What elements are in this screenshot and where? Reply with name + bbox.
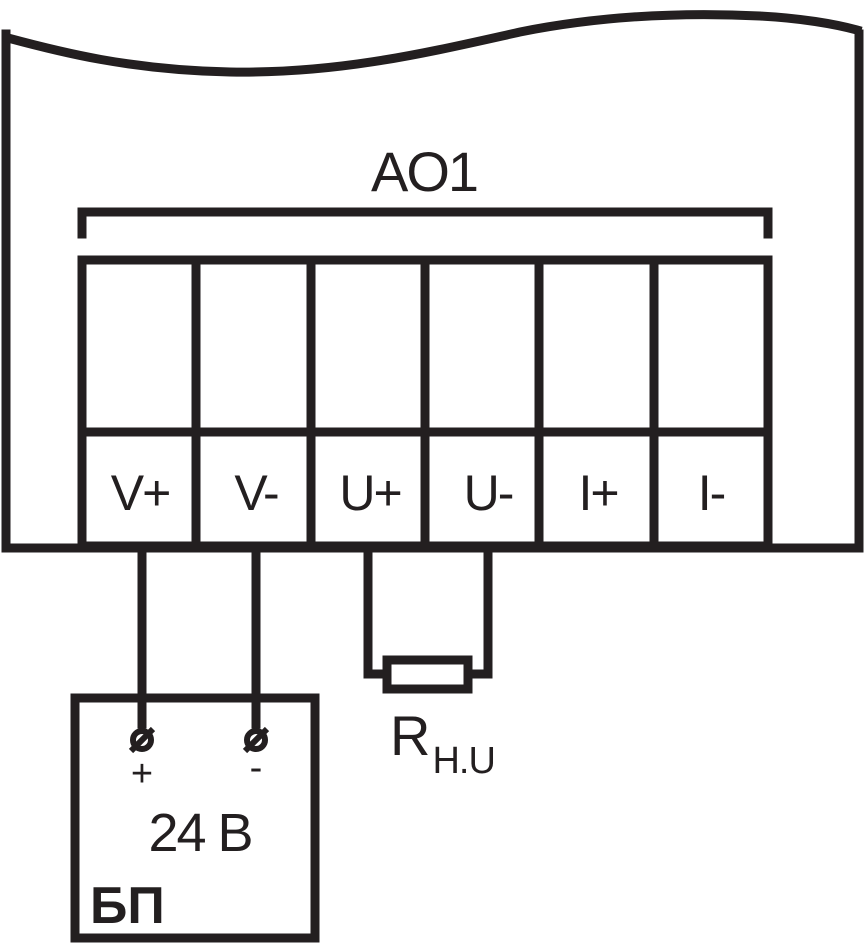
psu-minus-terminal-icon [242,726,270,754]
terminal-block: V+ V- U+ U- I+ I- [77,255,773,551]
terminal-label-u-minus: U- [464,465,513,521]
terminal-label-u-plus: U+ [339,465,400,521]
power-supply-box [70,693,320,943]
terminal-label-v-minus: V- [234,465,278,521]
terminal-label-v-plus: V+ [111,465,170,521]
resistor-label: RН.U [390,704,495,782]
psu-plus-sign: + [131,753,153,795]
resistor-body [382,655,473,694]
terminal-label-i-plus: I+ [578,465,617,521]
housing-break-line [2,10,863,77]
psu-minus-sign: - [250,747,263,789]
group-bracket [77,207,773,239]
power-supply-unit: + - 24 В БП [70,693,320,943]
load-resistor-circuit: RН.U [363,547,496,782]
psu-label: БП [90,877,165,935]
output-group-title: AO1 [371,140,477,203]
psu-plus-terminal-icon [128,726,156,754]
psu-voltage: 24 В [148,803,251,863]
terminal-label-i-minus: I- [698,465,725,521]
